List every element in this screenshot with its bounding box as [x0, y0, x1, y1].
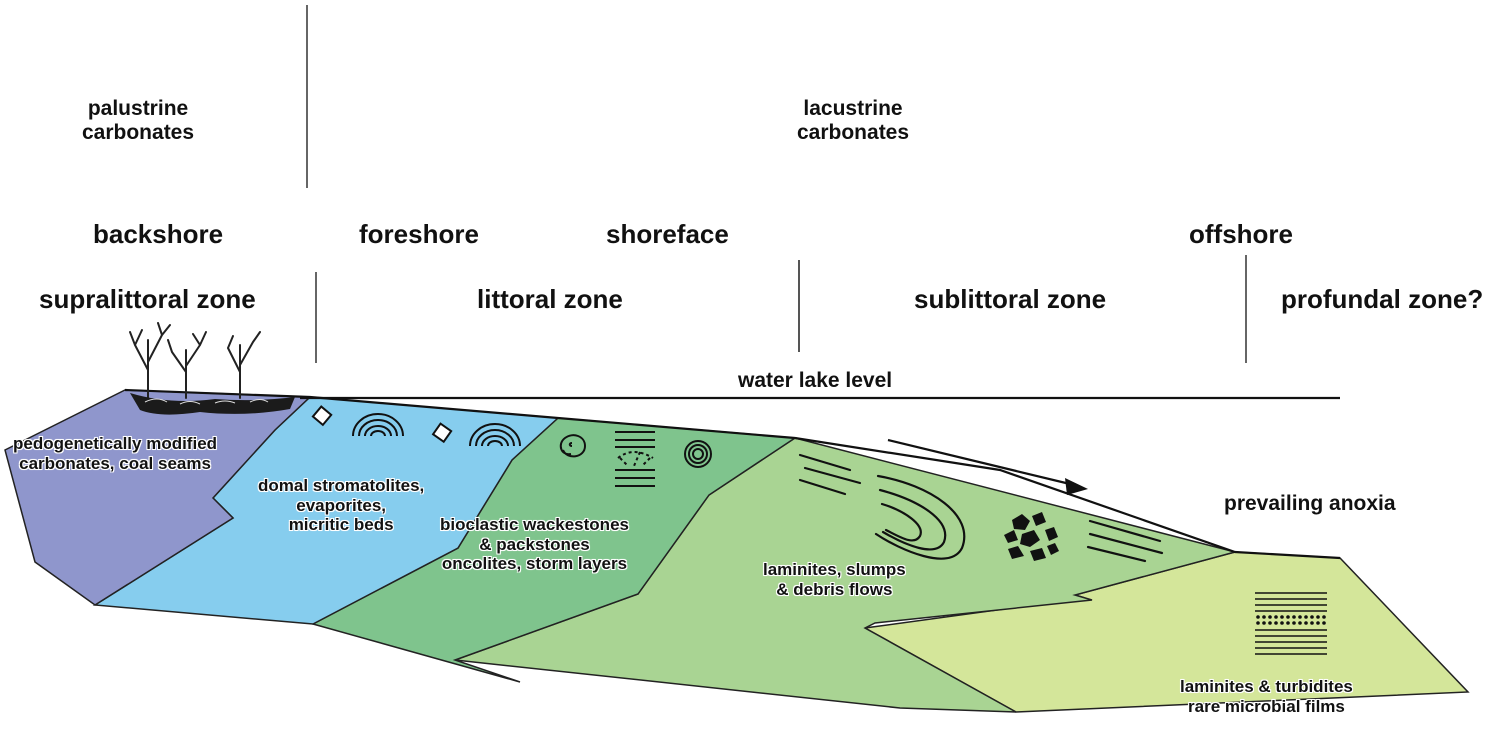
- turbidite-dot: [1304, 615, 1308, 619]
- turbidite-dot: [1316, 621, 1320, 625]
- turbidite-icon: [1255, 592, 1327, 655]
- turbidite-dot: [1280, 621, 1284, 625]
- belt-supralittoral: [4, 389, 312, 606]
- turbidite-dot: [1256, 621, 1260, 625]
- debris-clast-icons: [1004, 512, 1059, 561]
- turbidite-dot: [1274, 615, 1278, 619]
- palaeosol-icon: [130, 393, 295, 415]
- turbidite-dot: [1322, 621, 1326, 625]
- turbidite-dot: [1304, 621, 1308, 625]
- turbidite-dot: [1298, 621, 1302, 625]
- label-sublittoral-zone: sublittoral zone: [914, 284, 1107, 314]
- slump-fold-icon: [874, 474, 966, 560]
- turbidite-dot: [1298, 615, 1302, 619]
- turbidite-dots: [1256, 615, 1326, 625]
- turbidite-dot: [1292, 615, 1296, 619]
- turbidite-dot: [1310, 621, 1314, 625]
- bioclast-icons: [559, 431, 712, 487]
- label-profundal-zone: profundal zone?: [1281, 284, 1484, 314]
- turbidite-dot: [1262, 615, 1266, 619]
- label-littoral-zone: littoral zone: [477, 284, 623, 314]
- turbidite-dot: [1292, 621, 1296, 625]
- laminite-icons: [798, 453, 1164, 563]
- evaporite-crystal-icons: [311, 405, 453, 444]
- label-bioclastic-wackestones: bioclastic wackestones & packstones onco…: [440, 515, 629, 574]
- label-palustrine-carbonates: palustrine carbonates: [82, 97, 195, 144]
- turbidite-dot: [1280, 615, 1284, 619]
- turbidite-dot: [1316, 615, 1320, 619]
- label-pedogenetic-carbonates: pedogenetically modified carbonates, coa…: [13, 434, 218, 473]
- label-laminites-turbidites: laminites & turbidites rare microbial fi…: [1180, 677, 1353, 716]
- label-foreshore: foreshore: [359, 219, 479, 249]
- turbidite-dot: [1268, 615, 1272, 619]
- turbidite-dot: [1286, 621, 1290, 625]
- turbidite-dot: [1262, 621, 1266, 625]
- label-shoreface: shoreface: [606, 219, 729, 249]
- stromatolite-icons: [352, 413, 521, 447]
- label-domal-stromatolites: domal stromatolites, evaporites, micriti…: [258, 476, 425, 535]
- label-prevailing-anoxia: prevailing anoxia: [1224, 492, 1396, 515]
- turbidite-dot: [1286, 615, 1290, 619]
- turbidite-dot: [1322, 615, 1326, 619]
- label-backshore: backshore: [93, 219, 224, 249]
- turbidite-dot: [1274, 621, 1278, 625]
- label-supralittoral-zone: supralittoral zone: [39, 284, 256, 314]
- tree-icons: [129, 322, 261, 399]
- label-water-lake-level: water lake level: [738, 369, 893, 392]
- slope-arrow: [887, 438, 1088, 495]
- turbidite-dot: [1310, 615, 1314, 619]
- label-laminites-slumps: laminites, slumps & debris flows: [763, 560, 906, 599]
- turbidite-dot: [1256, 615, 1260, 619]
- turbidite-dot: [1268, 621, 1272, 625]
- label-offshore: offshore: [1189, 219, 1293, 249]
- label-lacustrine-carbonates: lacustrine carbonates: [797, 97, 910, 144]
